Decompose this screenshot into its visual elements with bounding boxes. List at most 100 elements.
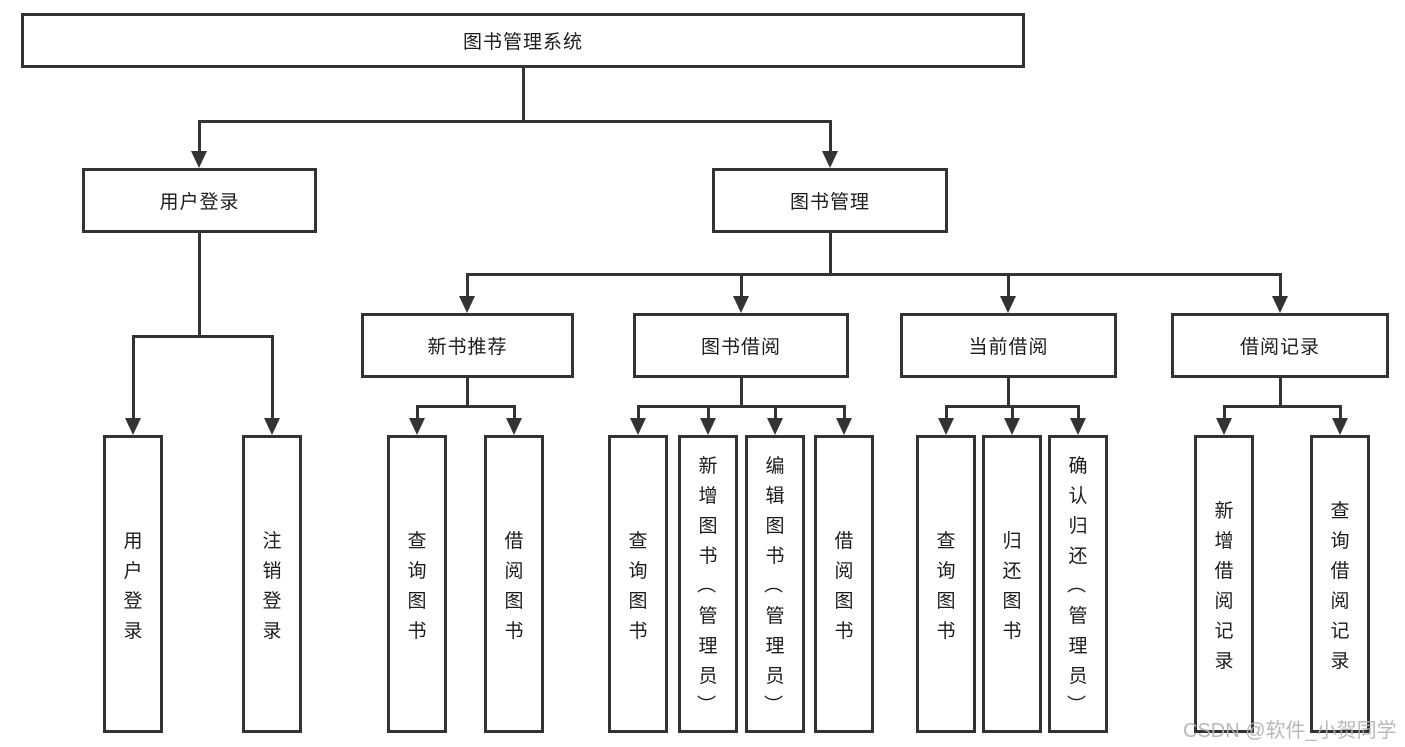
vertical-char: 借 [1214, 560, 1234, 582]
vertical-char: 书 [698, 545, 718, 567]
connector-line [197, 120, 201, 154]
arrowhead-icon [409, 418, 425, 435]
vertical-char: 录 [1330, 650, 1350, 672]
vertical-char: 阅 [1330, 590, 1350, 612]
vertical-char: 阅 [504, 560, 524, 582]
vertical-char: 编 [765, 455, 785, 477]
leaf-user-login: 用户登录 [103, 435, 163, 733]
vertical-char: ） [695, 694, 717, 714]
vertical-char: 归 [1002, 530, 1022, 552]
connector-line [739, 273, 743, 299]
connector-line [1222, 405, 1226, 421]
vertical-char: 员 [765, 665, 785, 687]
vertical-char: 询 [936, 560, 956, 582]
vertical-char: 新 [1214, 500, 1234, 522]
vertical-char: 确 [1068, 455, 1088, 477]
connector-line [131, 335, 274, 338]
vertical-char: ） [1065, 694, 1087, 714]
vertical-char: 图 [936, 590, 956, 612]
vertical-char: ） [762, 694, 784, 714]
arrowhead-icon [836, 418, 852, 435]
leaf-add-borrow-record: 新增借阅记录 [1194, 435, 1254, 733]
vertical-char: 书 [628, 620, 648, 642]
vertical-char: 用 [123, 530, 143, 552]
connector-line [1006, 378, 1010, 408]
arrowhead-icon [506, 418, 522, 435]
vertical-char: （ [762, 574, 784, 594]
arrowhead-icon [264, 418, 280, 435]
connector-line [1338, 405, 1342, 421]
arrowhead-icon [630, 418, 646, 435]
vertical-char: 新 [698, 455, 718, 477]
vertical-char: 查 [407, 530, 427, 552]
leaf-recommend-query-books: 查询图书 [387, 435, 447, 733]
connector-line [1222, 405, 1342, 408]
vertical-char: 认 [1068, 485, 1088, 507]
leaf-recommend-borrow-books: 借阅图书 [484, 435, 544, 733]
vertical-char: 图 [504, 590, 524, 612]
vertical-char: 录 [1214, 650, 1234, 672]
connector-line [1278, 378, 1282, 408]
vertical-char: （ [1065, 574, 1087, 594]
leaf-logout: 注销登录 [242, 435, 302, 733]
connector-line [828, 120, 832, 154]
vertical-char: 图 [698, 515, 718, 537]
vertical-char: 阅 [834, 560, 854, 582]
vertical-char: 图 [1002, 590, 1022, 612]
vertical-char: 登 [262, 590, 282, 612]
connector-line [706, 405, 710, 421]
vertical-char: 增 [1214, 530, 1234, 552]
vertical-char: 理 [698, 635, 718, 657]
arrowhead-icon [822, 151, 838, 168]
connector-line [636, 405, 846, 408]
node-library-management-system: 图书管理系统 [21, 13, 1025, 68]
leaf-current-query-books: 查询图书 [916, 435, 976, 733]
connector-line [1006, 273, 1010, 299]
connector-line [512, 405, 516, 421]
vertical-char: 书 [765, 545, 785, 567]
node-book-borrowing: 图书借阅 [633, 313, 849, 378]
vertical-char: 询 [1330, 530, 1350, 552]
connector-line [636, 405, 640, 421]
vertical-char: 书 [936, 620, 956, 642]
arrowhead-icon [459, 296, 475, 313]
connector-line [465, 273, 469, 299]
vertical-char: 图 [628, 590, 648, 612]
arrowhead-icon [1000, 296, 1016, 313]
vertical-char: 查 [1330, 500, 1350, 522]
vertical-char: 销 [262, 560, 282, 582]
leaf-return-books: 归还图书 [982, 435, 1042, 733]
connector-line [944, 405, 948, 421]
connector-line [197, 233, 201, 338]
vertical-char: 图 [765, 515, 785, 537]
vertical-char: 记 [1214, 620, 1234, 642]
connector-line [1076, 405, 1080, 421]
leaf-add-books-admin: 新增图书（管理员） [678, 435, 738, 733]
vertical-char: 理 [765, 635, 785, 657]
connector-line [773, 405, 777, 421]
vertical-char: 书 [834, 620, 854, 642]
arrowhead-icon [1004, 418, 1020, 435]
vertical-char: （ [695, 574, 717, 594]
vertical-char: 管 [1068, 605, 1088, 627]
connector-line [197, 120, 832, 123]
vertical-char: 录 [262, 620, 282, 642]
connector-line [1010, 405, 1014, 421]
vertical-char: 图 [407, 590, 427, 612]
vertical-char: 辑 [765, 485, 785, 507]
vertical-char: 增 [698, 485, 718, 507]
vertical-char: 记 [1330, 620, 1350, 642]
arrowhead-icon [938, 418, 954, 435]
connector-line [828, 233, 832, 276]
arrowhead-icon [733, 296, 749, 313]
vertical-char: 借 [504, 530, 524, 552]
vertical-char: 书 [407, 620, 427, 642]
leaf-query-borrow-record: 查询借阅记录 [1310, 435, 1370, 733]
connector-line [465, 378, 469, 408]
vertical-char: 管 [765, 605, 785, 627]
leaf-borrow-books: 借阅图书 [814, 435, 874, 733]
connector-line [415, 405, 516, 408]
arrowhead-icon [1272, 296, 1288, 313]
vertical-char: 归 [1068, 515, 1088, 537]
